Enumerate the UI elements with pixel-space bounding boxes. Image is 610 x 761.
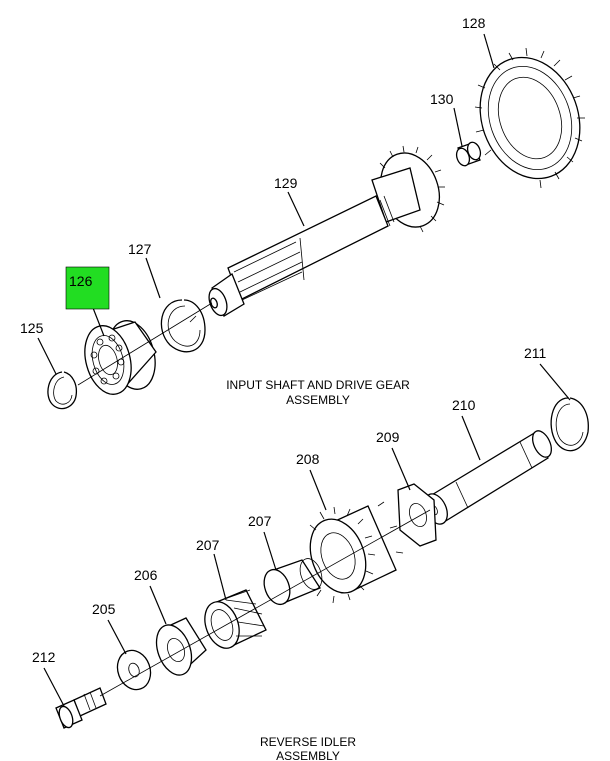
callout-206[interactable]: 206 — [134, 567, 158, 583]
callout-130[interactable]: 130 — [430, 91, 454, 107]
callout-129[interactable]: 129 — [274, 175, 298, 191]
callout-207-bearing[interactable]: 207 — [196, 537, 220, 553]
part-127-snap-ring[interactable] — [160, 299, 206, 353]
caption-reverse-idler-line1: REVERSE IDLER — [260, 735, 356, 749]
caption-input-shaft-line2: ASSEMBLY — [286, 393, 350, 407]
callout-125[interactable]: 125 — [20, 320, 44, 336]
part-209-thrust-washer[interactable] — [397, 483, 437, 547]
callout-207-sleeve[interactable]: 207 — [248, 513, 272, 529]
part-210-idler-shaft[interactable] — [420, 428, 555, 528]
callout-211[interactable]: 211 — [524, 345, 547, 361]
callout-126[interactable]: 126 — [69, 273, 93, 289]
leader-lines-input — [37, 33, 495, 375]
leader-lines-idler — [43, 363, 571, 707]
part-211-snap-ring[interactable] — [550, 397, 589, 452]
part-128-gear[interactable] — [464, 43, 597, 192]
part-125-snap-ring[interactable] — [47, 371, 78, 410]
caption-input-shaft-line1: INPUT SHAFT AND DRIVE GEAR — [226, 378, 410, 392]
highlight-126 — [65, 266, 110, 310]
callout-208[interactable]: 208 — [296, 451, 320, 467]
part-129-input-shaft[interactable] — [206, 145, 450, 318]
caption-reverse-idler-line2: ASSEMBLY — [276, 749, 340, 761]
part-212-bolt[interactable] — [55, 687, 107, 729]
part-207-sleeve[interactable] — [260, 556, 326, 608]
callout-205[interactable]: 205 — [92, 601, 116, 617]
part-206-thrust-washer[interactable] — [150, 617, 207, 680]
callout-209[interactable]: 209 — [376, 429, 400, 445]
part-208-idler-gear[interactable] — [301, 501, 404, 604]
part-126-bearing[interactable] — [78, 315, 163, 399]
callout-128[interactable]: 128 — [462, 15, 486, 31]
part-130-bushing[interactable] — [454, 140, 482, 167]
callout-212[interactable]: 212 — [32, 649, 56, 665]
callout-210[interactable]: 210 — [452, 397, 476, 413]
part-205-washer[interactable] — [112, 646, 156, 695]
part-207-roller-bearing[interactable] — [199, 589, 267, 653]
callout-127[interactable]: 127 — [128, 241, 152, 257]
